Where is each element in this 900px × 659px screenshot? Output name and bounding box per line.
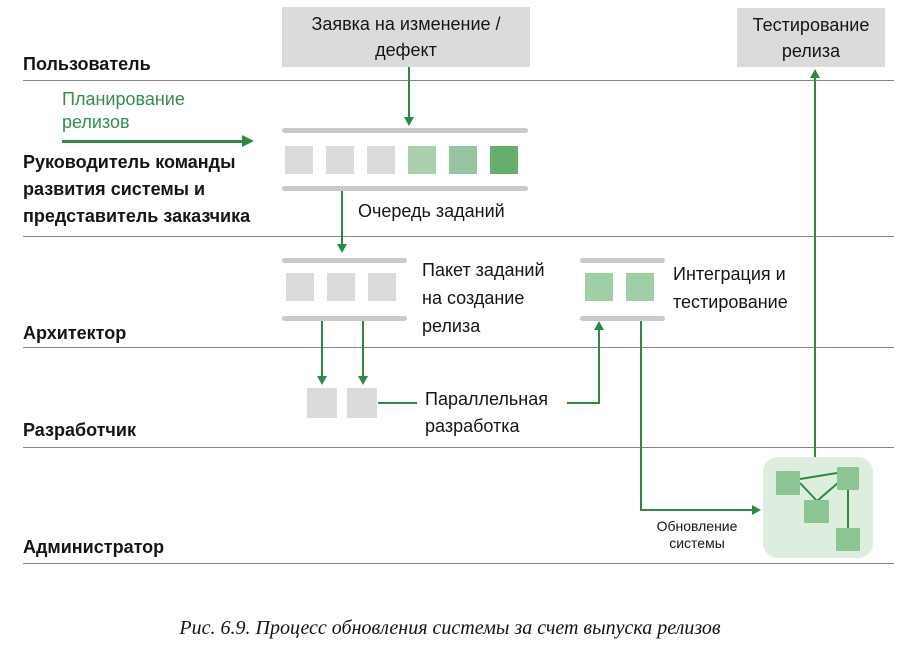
- developer-task-squares: [307, 388, 377, 418]
- integration-queue-top-bar: [580, 258, 665, 263]
- integration-queue-bottom-bar: [580, 316, 665, 321]
- task-square: [626, 273, 654, 301]
- queue-to-package-arrowhead-icon: [337, 244, 347, 253]
- task-package-label: Пакет заданий на создание релиза: [422, 260, 545, 336]
- lane-label-administrator: Администратор: [23, 537, 165, 557]
- integration-to-admin-hline: [640, 509, 752, 511]
- incoming-queue-bottom-bar: [282, 186, 528, 191]
- task-square: [347, 388, 377, 418]
- lane-label-architect: Архитектор: [23, 323, 127, 343]
- package-to-dev-arrowhead-1-icon: [317, 376, 327, 385]
- package-queue-squares: [286, 273, 396, 301]
- task-square: [367, 146, 395, 174]
- lane-label-team-lead: Руководитель команды развития системы и …: [23, 152, 251, 226]
- system-network-icon: [763, 457, 873, 558]
- release-planning-label: Планирование релизов: [62, 89, 185, 132]
- lane-divider-administrator: [23, 563, 894, 564]
- change-request-arrow-line: [408, 67, 410, 118]
- incoming-queue-squares: [285, 146, 518, 174]
- task-square: [285, 146, 313, 174]
- testing-release-arrowhead-icon: [810, 69, 820, 78]
- change-request-arrowhead-icon: [404, 117, 414, 126]
- parallel-dev-line-left: [378, 402, 417, 404]
- dev-to-integration-arrowhead-icon: [594, 321, 604, 330]
- task-square: [585, 273, 613, 301]
- task-square: [368, 273, 396, 301]
- queue-to-package-line: [341, 191, 343, 244]
- testing-release-line: [814, 78, 816, 457]
- system-nodes-graphic: [776, 467, 860, 551]
- task-square: [327, 273, 355, 301]
- package-queue-bottom-bar: [282, 316, 407, 321]
- lane-label-developer: Разработчик: [23, 420, 136, 440]
- package-to-dev-arrowhead-2-icon: [358, 376, 368, 385]
- integration-queue-squares: [585, 273, 654, 301]
- package-to-dev-line-1: [321, 321, 323, 376]
- incoming-queue-top-bar: [282, 128, 528, 133]
- figure-caption: Рис. 6.9. Процесс обновления системы за …: [179, 617, 721, 639]
- task-square: [326, 146, 354, 174]
- task-square: [286, 273, 314, 301]
- dev-to-integration-line: [598, 330, 600, 404]
- lane-divider-developer: [23, 447, 894, 448]
- integration-testing-label: Интеграция и тестирование: [673, 264, 788, 312]
- package-queue-top-bar: [282, 258, 407, 263]
- task-queue-label: Очередь заданий: [358, 201, 505, 221]
- task-square: [490, 146, 518, 174]
- release-testing-box: Тестирование релиза: [737, 8, 885, 67]
- change-request-box: Заявка на изменение / дефект: [282, 7, 530, 67]
- lane-divider-team-lead: [23, 236, 894, 237]
- lane-divider-architect: [23, 347, 894, 348]
- lane-label-user: Пользователь: [23, 54, 151, 74]
- task-square: [408, 146, 436, 174]
- system-update-arrowhead-icon: [752, 505, 761, 515]
- parallel-development-label: Параллельная разработка: [425, 389, 548, 436]
- release-planning-arrow-line: [62, 140, 242, 143]
- system-update-label: Обновление системы: [656, 518, 738, 551]
- release-planning-arrowhead-icon: [242, 135, 254, 147]
- parallel-dev-line-right: [567, 402, 600, 404]
- lane-divider-user: [23, 80, 894, 81]
- task-square: [307, 388, 337, 418]
- task-square: [449, 146, 477, 174]
- package-to-dev-line-2: [362, 321, 364, 376]
- integration-to-admin-vline: [640, 321, 642, 511]
